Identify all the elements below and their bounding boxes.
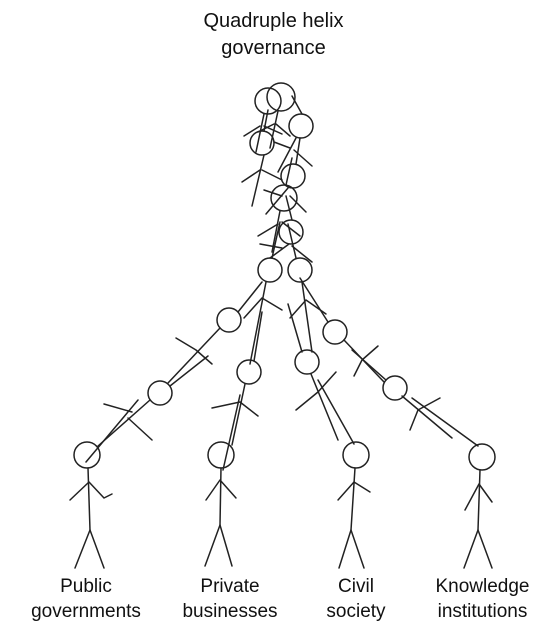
stick-figure-public bbox=[69, 399, 139, 569]
stick-figure-knowledge bbox=[411, 397, 496, 569]
stick-figure-climber-left-low bbox=[97, 355, 209, 447]
label-civil-society: Civil society bbox=[312, 574, 400, 624]
title-line-1: Quadruple helix bbox=[203, 10, 344, 32]
stick-figure-climber-spine-3 bbox=[263, 137, 307, 215]
stick-figure-climber-right-mid bbox=[299, 277, 385, 383]
label-public-line-1: Public bbox=[60, 576, 112, 597]
stick-figure-top-right bbox=[257, 82, 296, 149]
stick-figure-climber-upper-right bbox=[287, 223, 327, 353]
stick-figure-climber-mid-left bbox=[211, 311, 263, 446]
stick-figure-civil bbox=[317, 379, 371, 569]
label-civil-line-1: Civil bbox=[338, 576, 374, 597]
stick-figure-climber-spine-1 bbox=[259, 195, 313, 263]
stick-figure-climber-mid-right bbox=[287, 303, 339, 441]
label-knowledge-line-1: Knowledge bbox=[435, 576, 530, 597]
label-knowledge-line-2: institutions bbox=[437, 601, 528, 622]
label-public-line-2: governments bbox=[31, 601, 141, 622]
diagram-title: Quadruple helix governance bbox=[0, 8, 547, 62]
stick-figure-climber-upper-left bbox=[243, 221, 283, 365]
stick-figure-climber-spine-2 bbox=[257, 157, 301, 253]
label-private-businesses: Private businesses bbox=[174, 574, 286, 624]
label-knowledge-institutions: Knowledge institutions bbox=[418, 574, 547, 624]
label-civil-line-2: society bbox=[326, 601, 386, 622]
stick-figure-climber-left-mid bbox=[167, 281, 263, 384]
stick-figure-climber-right-low bbox=[351, 349, 453, 439]
label-private-line-2: businesses bbox=[182, 601, 278, 622]
stick-figure-climber-spine-4 bbox=[241, 109, 283, 207]
stick-figure-climber-spine-5 bbox=[273, 95, 314, 173]
label-private-line-1: Private bbox=[200, 576, 260, 597]
label-public-governments: Public governments bbox=[0, 574, 172, 624]
stick-figure-private bbox=[204, 394, 241, 567]
title-line-2: governance bbox=[221, 37, 326, 59]
